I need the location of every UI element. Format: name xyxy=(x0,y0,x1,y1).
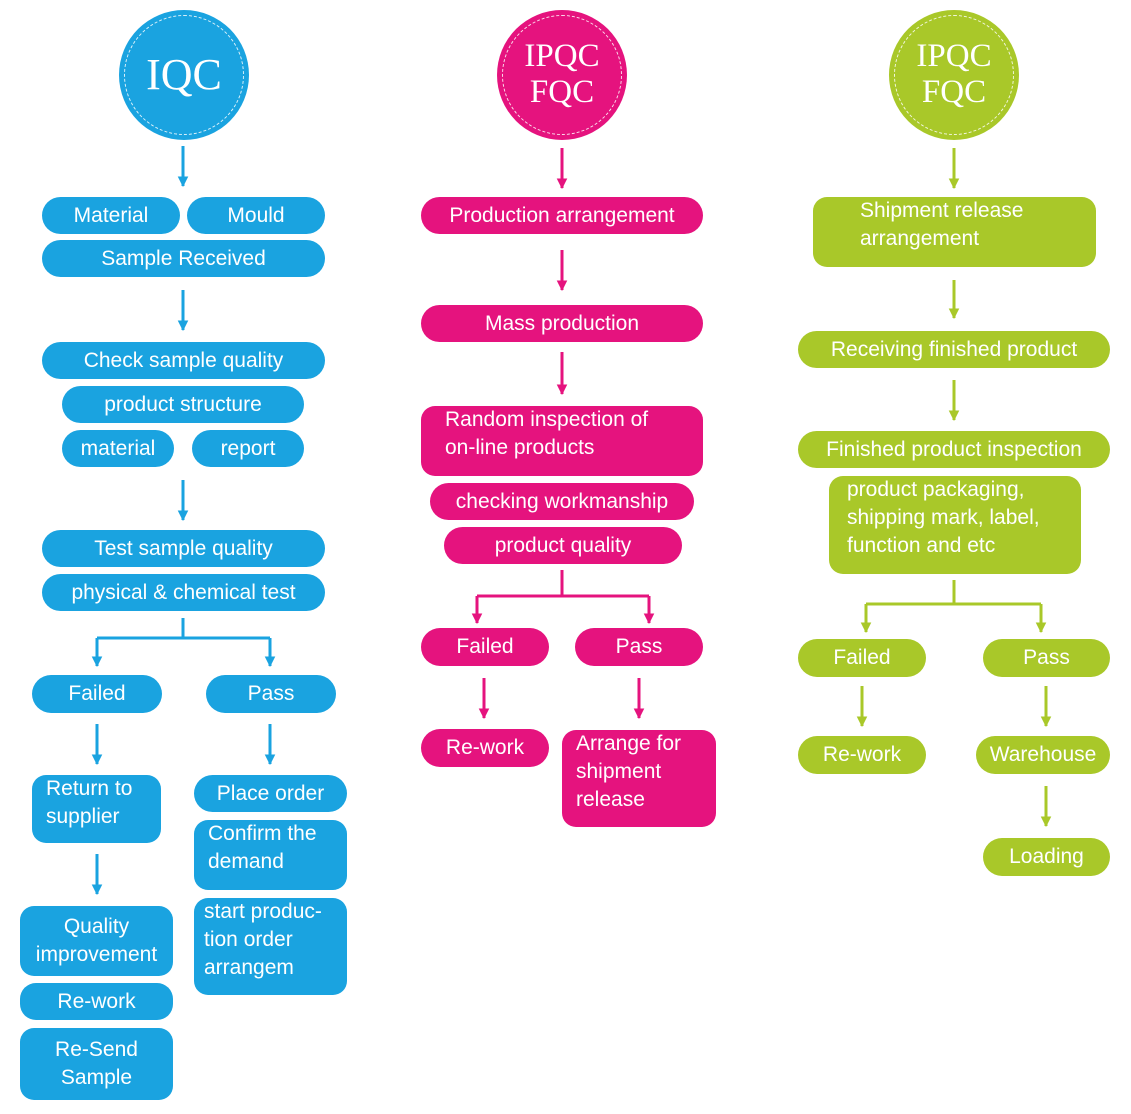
iqc-circle: IQC xyxy=(119,10,249,140)
iqc-start-line-3: arrangem xyxy=(204,956,294,979)
iqc-mould-box: Mould xyxy=(187,197,325,234)
iqc-start-line-1: start produc- xyxy=(204,900,322,923)
iqc-test-sample-box: Test sample quality xyxy=(42,530,325,567)
ipqc-title-line-1: IPQC xyxy=(524,38,600,75)
iqc-sample-received-box: Sample Received xyxy=(42,240,325,277)
ipqc-arrange-line-2: shipment xyxy=(576,760,662,783)
iqc-pass-box: Pass xyxy=(206,675,336,713)
iqc-material-box: Material xyxy=(42,197,180,234)
iqc-resend-line-2: Sample xyxy=(60,1066,133,1089)
ipqc-checking-workmanship-box: checking workmanship xyxy=(430,483,694,520)
fqc-warehouse-box: Warehouse xyxy=(976,736,1110,774)
iqc-title: IQC xyxy=(146,50,222,100)
fqc-shipment-line-2: arrangement xyxy=(860,227,980,250)
ipqc-arrange-line-1: Arrange for xyxy=(576,732,682,755)
iqc-confirm-line-2: demand xyxy=(208,850,284,873)
fqc-receiving-finished-box: Receiving finished product xyxy=(798,331,1110,368)
fqc-loading-box: Loading xyxy=(983,838,1110,876)
iqc-qi-line-2: improvement xyxy=(35,943,158,966)
iqc-return-line-2: supplier xyxy=(46,805,120,828)
fqc-title-line-1: IPQC xyxy=(916,38,992,75)
iqc-confirm-demand-box: Confirm the demand xyxy=(194,820,347,890)
ipqc-mass-production-box: Mass production xyxy=(421,305,703,342)
ipqc-rework-box: Re-work xyxy=(421,729,549,767)
ipqc-circle: IPQC FQC xyxy=(497,10,627,140)
iqc-start-production-box: start produc- tion order arrangem xyxy=(194,898,347,995)
iqc-quality-improvement-box: Quality improvement xyxy=(20,906,173,976)
iqc-qi-line-1: Quality xyxy=(63,915,130,938)
iqc-start-line-2: tion order xyxy=(204,928,293,951)
ipqc-arrange-shipment-box: Arrange for shipment release xyxy=(562,730,716,827)
iqc-resend-sample-box: Re-Send Sample xyxy=(20,1028,173,1100)
fqc-rework-box: Re-work xyxy=(798,736,926,774)
ipqc-production-arrangement-box: Production arrangement xyxy=(421,197,703,234)
iqc-place-order-box: Place order xyxy=(194,775,347,812)
iqc-resend-line-1: Re-Send xyxy=(55,1038,138,1061)
fqc-packaging-box: product packaging, shipping mark, label,… xyxy=(829,476,1081,574)
ipqc-failed-box: Failed xyxy=(421,628,549,666)
iqc-check-sample-box: Check sample quality xyxy=(42,342,325,379)
iqc-physical-test-box: physical & chemical test xyxy=(42,574,325,611)
fqc-shipment-line-1: Shipment release xyxy=(860,199,1024,222)
iqc-confirm-line-1: Confirm the xyxy=(208,822,317,845)
iqc-report-box: report xyxy=(192,430,304,467)
fqc-title-line-2: FQC xyxy=(921,74,987,110)
iqc-rework-box: Re-work xyxy=(20,983,173,1020)
fqc-packaging-line-1: product packaging, xyxy=(847,478,1025,501)
fqc-failed-box: Failed xyxy=(798,639,926,677)
fqc-shipment-release-box: Shipment release arrangement xyxy=(813,197,1096,267)
ipqc-random-line-1: Random inspection of xyxy=(445,408,649,431)
fqc-finished-inspection-box: Finished product inspection xyxy=(798,431,1110,468)
ipqc-pass-box: Pass xyxy=(575,628,703,666)
fqc-packaging-line-2: shipping mark, label, xyxy=(847,506,1040,529)
fqc-packaging-line-3: function and etc xyxy=(847,534,996,557)
fqc-pass-box: Pass xyxy=(983,639,1110,677)
ipqc-title-line-2: FQC xyxy=(529,74,595,110)
ipqc-random-inspection-box: Random inspection of on-line products xyxy=(421,406,703,476)
iqc-failed-box: Failed xyxy=(32,675,162,713)
branch-ipqc-left xyxy=(477,570,564,598)
iqc-product-structure-box: product structure xyxy=(62,386,304,423)
branch-fqc-left xyxy=(866,580,956,606)
branch-iqc-left xyxy=(97,618,185,640)
ipqc-product-quality-box: product quality xyxy=(444,527,682,564)
iqc-material-check-box: material xyxy=(62,430,174,467)
ipqc-arrange-line-3: release xyxy=(576,788,645,811)
iqc-return-supplier-box: Return to supplier xyxy=(32,775,161,843)
ipqc-random-line-2: on-line products xyxy=(445,436,595,459)
iqc-return-line-1: Return to xyxy=(46,777,133,800)
fqc-circle: IPQC FQC xyxy=(889,10,1019,140)
